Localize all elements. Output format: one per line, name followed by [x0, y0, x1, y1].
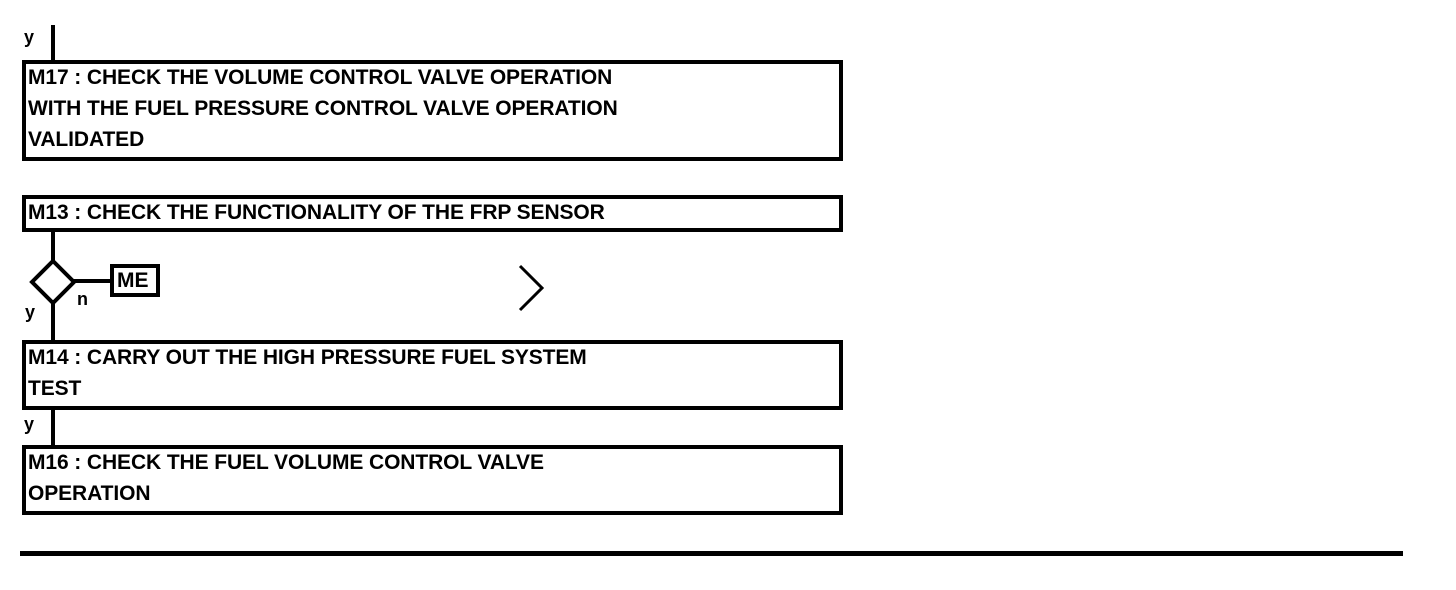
connector-m13-to-decision [51, 231, 55, 264]
connector-m14-to-m16 [51, 409, 55, 446]
edge-label-decision-yes: y [25, 302, 36, 322]
process-node-m16[interactable]: M16 : CHECK THE FUEL VOLUME CONTROL VALV… [22, 445, 843, 515]
connector-decision-yes-to-m14 [51, 300, 55, 340]
process-node-m17-label: M17 : CHECK THE VOLUME CONTROL VALVE OPE… [28, 66, 618, 151]
edge-label-decision-no: n [77, 289, 88, 309]
process-node-m14[interactable]: M14 : CARRY OUT THE HIGH PRESSURE FUEL S… [22, 340, 843, 410]
process-node-m16-label: M16 : CHECK THE FUEL VOLUME CONTROL VALV… [28, 451, 544, 505]
terminator-node-me-label: ME [117, 269, 149, 292]
connector-decision-no-to-me [72, 279, 112, 283]
process-node-m14-label: M14 : CARRY OUT THE HIGH PRESSURE FUEL S… [28, 346, 587, 400]
edge-label-m14-to-m16: y [24, 414, 35, 434]
process-node-m13[interactable]: M13 : CHECK THE FUNCTIONALITY OF THE FRP… [22, 195, 843, 232]
connector-into-m17 [51, 25, 55, 62]
bottom-divider [20, 551, 1403, 556]
process-node-m17[interactable]: M17 : CHECK THE VOLUME CONTROL VALVE OPE… [22, 60, 843, 161]
process-node-m13-label: M13 : CHECK THE FUNCTIONALITY OF THE FRP… [28, 201, 605, 224]
terminator-node-me[interactable]: ME [110, 264, 160, 297]
chevron-right-icon [516, 262, 556, 319]
edge-label-top-incoming: y [24, 27, 35, 47]
